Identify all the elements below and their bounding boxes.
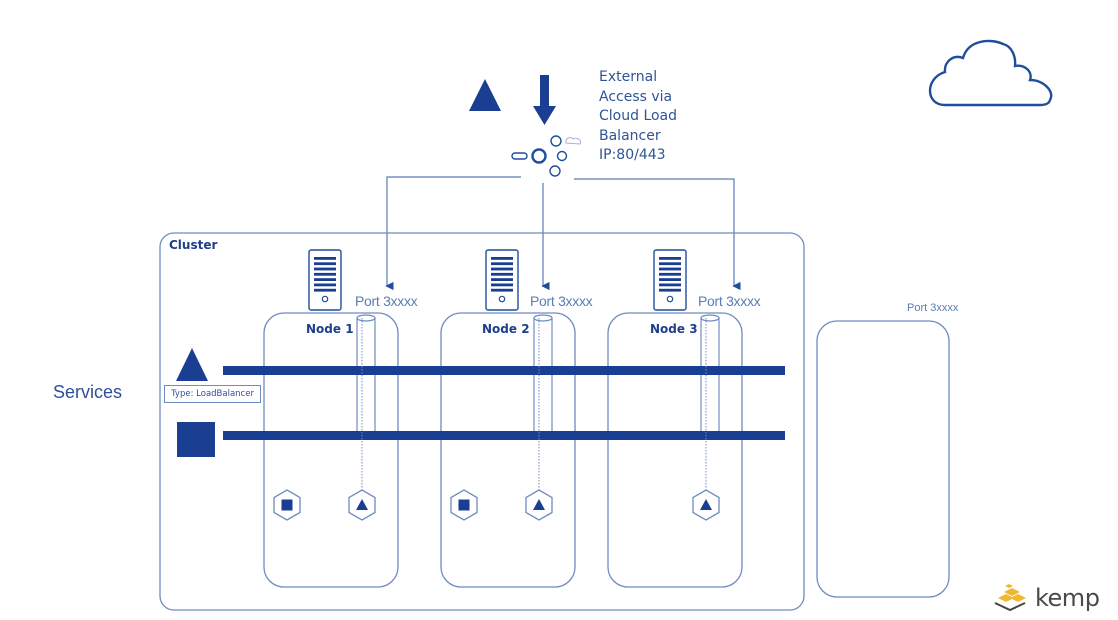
cluster-label: Cluster <box>169 238 218 252</box>
pod-hexagon-icon <box>348 489 376 521</box>
external-access-line: Access via <box>599 88 673 105</box>
node-label-1: Node 1 <box>306 322 354 336</box>
kemp-brand-text: kemp <box>1035 584 1100 612</box>
kemp-logo-icon <box>994 584 1026 612</box>
port-label-external: Port 3xxxx <box>907 302 959 314</box>
service-triangle-icon <box>469 79 501 111</box>
server-icon <box>308 249 342 311</box>
external-access-label: External Access via Cloud Load Balancer … <box>599 68 677 166</box>
node-port-cylinder <box>700 314 720 431</box>
node-port-cylinder <box>533 314 553 431</box>
pod-hexagon-icon <box>692 489 720 521</box>
external-node-box <box>816 320 950 598</box>
service-triangle-icon-left <box>176 348 208 381</box>
server-icon <box>653 249 687 311</box>
service-type-badge: Type: LoadBalancer <box>164 385 261 403</box>
pod-hexagon-icon <box>525 489 553 521</box>
external-access-line: Balancer <box>599 127 661 144</box>
service-bar-square <box>223 431 785 440</box>
pod-hexagon-icon <box>450 489 478 521</box>
pod-triangle-icon <box>700 499 712 510</box>
external-access-line: IP:80/443 <box>599 147 666 163</box>
port-label-2: Port 3xxxx <box>530 293 593 309</box>
distribution-lines <box>385 176 741 291</box>
node-port-cylinder <box>356 314 376 431</box>
node-box-1 <box>263 312 399 588</box>
external-access-line: External <box>599 69 658 85</box>
pod-triangle-icon <box>356 499 368 510</box>
node-label-3: Node 3 <box>650 322 698 336</box>
cloud-icon <box>928 39 1053 107</box>
service-square-icon-left <box>177 422 215 457</box>
server-icon <box>485 249 519 311</box>
pod-hexagon-icon <box>273 489 301 521</box>
service-bar-loadbalancer <box>223 366 785 375</box>
pod-square-icon <box>458 499 470 511</box>
external-access-line: Cloud Load <box>599 108 678 124</box>
port-label-1: Port 3xxxx <box>355 293 418 309</box>
node-label-2: Node 2 <box>482 322 530 336</box>
pod-triangle-icon <box>533 499 545 510</box>
load-balancer-icon <box>511 135 581 177</box>
node-box-3 <box>607 312 743 588</box>
pod-square-icon <box>281 499 293 511</box>
down-arrow-icon <box>533 75 556 125</box>
cluster-box <box>159 232 805 611</box>
node-box-2 <box>440 312 576 588</box>
services-label: Services <box>53 382 123 402</box>
port-label-3: Port 3xxxx <box>698 293 761 309</box>
